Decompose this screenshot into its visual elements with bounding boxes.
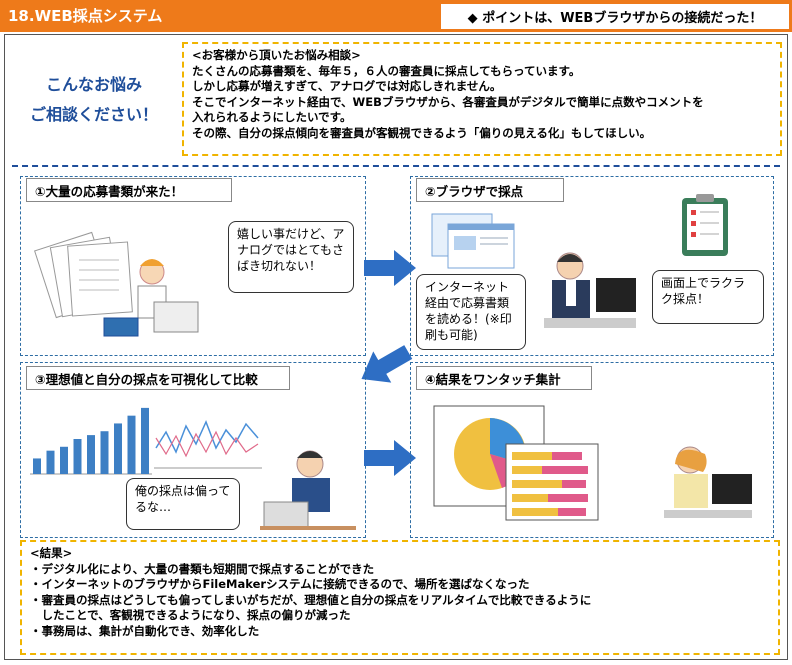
panel-aggregate: [410, 362, 774, 538]
browser-windows-icon: [431, 213, 515, 269]
chart-bar: [33, 458, 41, 474]
report-charts-illustration: [433, 405, 599, 521]
bar-chart: [30, 407, 152, 475]
panel-browser: [410, 176, 774, 356]
paperwork-illustration: [34, 231, 199, 337]
reviewer-at-pc-illustration: [544, 252, 636, 328]
checklist-icon: [682, 194, 728, 256]
chart-bar: [87, 435, 95, 474]
chart-bar: [73, 439, 82, 474]
request-line: そこでインターネット経由で、WEBブラウザから、各審査員がデジタルで簡単に点数や…: [192, 94, 704, 109]
consult-line-1: こんなお悩み: [45, 75, 142, 94]
result-line: ・審査員の採点はどうしても偏ってしまいがちだが、理想値と自分の採点をリアルタイム…: [30, 592, 592, 607]
chart-bar: [141, 407, 149, 474]
right-arrow-icon: [364, 250, 416, 286]
result-box: <結果> ・デジタル化により、大量の書類も短期間で採点することができた ・インタ…: [20, 540, 780, 655]
section-divider: [12, 165, 780, 167]
panel-title: ④結果をワンタッチ集計: [416, 366, 592, 390]
request-line: 入れられるようにしたいです。: [192, 110, 352, 124]
result-line: ・デジタル化により、大量の書類も短期間で採点することができた: [30, 561, 375, 576]
binder-icon: [103, 317, 139, 337]
staff-at-pc-illustration: [664, 446, 752, 518]
result-line: したことで、客観視できるようになり、採点の偏りが減った: [30, 608, 351, 622]
speech-bubble-right: 画面上でラクラク採点！: [652, 270, 764, 324]
request-box: <お客様から頂いたお悩み相談> たくさんの応募書類を、毎年５，６人の審査員に採点…: [182, 42, 782, 156]
consult-callout: こんなお悩み ご相談ください！: [24, 70, 164, 130]
request-line: しかし応募が増えすぎて、アナログでは対応しきれません。: [192, 79, 502, 93]
diagonal-arrow-icon: [361, 345, 413, 383]
result-line: ・インターネットのブラウザからFileMakerシステムに接続できるので、場所を…: [30, 577, 530, 591]
line-chart-illustration: [154, 420, 262, 469]
consult-line-2: ご相談ください！: [29, 105, 158, 124]
request-heading: <お客様から頂いたお悩み相談>: [192, 48, 361, 62]
page-title: 18.WEB採点システム: [8, 7, 163, 25]
chart-bar: [114, 423, 122, 474]
request-line: その際、自分の採点傾向を審査員が客観視できるよう「偏りの見える化」もしてほしい。: [192, 125, 652, 140]
chart-bar: [46, 450, 55, 474]
request-line: たくさんの応募書類を、毎年５，６人の審査員に採点してもらっています。: [192, 63, 581, 78]
result-heading: <結果>: [30, 546, 73, 560]
chart-bar: [127, 415, 136, 474]
speech-bubble: 俺の採点は偏ってるな…: [126, 478, 240, 530]
panel-title: ③理想値と自分の採点を可視化して比較: [26, 366, 290, 390]
speech-bubble: 嬉しい事だけど、アナログではとてもさばき切れない！: [228, 221, 354, 293]
chart-bar: [100, 431, 109, 474]
panel-title: ①大量の応募書類が来た！: [26, 178, 232, 202]
chart-bar: [60, 446, 68, 474]
speech-bubble-left: インターネット経由で応募書類を読める！(※印刷も可能): [416, 274, 526, 350]
panel-title: ②ブラウザで採点: [416, 178, 564, 202]
content-frame: [4, 34, 788, 660]
right-arrow-icon: [364, 440, 416, 476]
point-banner: ◆ ポイントは、WEBブラウザからの接続だった！: [440, 3, 790, 30]
result-line: ・事務局は、集計が自動化でき、効率化した: [30, 623, 260, 638]
worried-reviewer-illustration: [260, 450, 356, 530]
